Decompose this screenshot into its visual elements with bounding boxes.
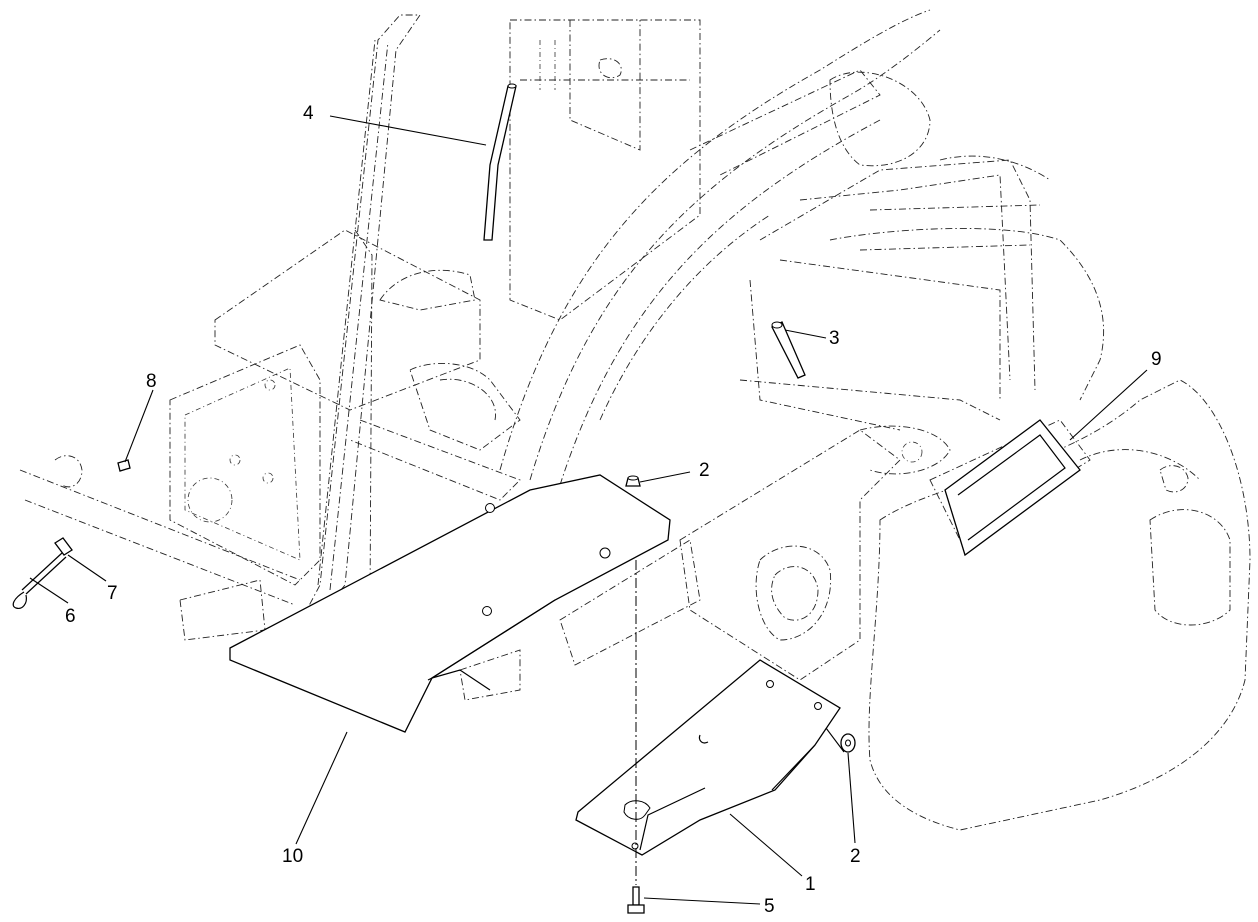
callout-6: 6	[65, 606, 76, 627]
callout-3: 3	[829, 328, 840, 349]
callout-2-upper: 2	[699, 460, 710, 481]
phantom-frame	[19, 9, 1251, 831]
callout-4: 4	[303, 103, 314, 124]
part-9-pad	[944, 419, 1081, 557]
leader-lines	[29, 115, 1148, 905]
part-2-nut-lower	[840, 733, 856, 753]
part-3-pin	[771, 321, 806, 379]
callout-2-lower: 2	[850, 846, 861, 867]
part-8-nut	[117, 459, 131, 472]
callout-8: 8	[146, 371, 157, 392]
part-4-rod	[483, 83, 517, 241]
callout-1: 1	[805, 874, 816, 895]
part-2-nut-upper	[625, 475, 641, 487]
part-5-bolt	[627, 560, 645, 914]
part-7-sleeve	[54, 537, 73, 556]
callout-10: 10	[282, 846, 303, 867]
callout-labels: 4 3 9 8 2 7 6 10 2 1 5	[65, 103, 1162, 917]
part-6-hitch-pin	[12, 552, 67, 609]
part-1-bracket	[575, 659, 841, 856]
callout-7: 7	[107, 583, 118, 604]
part-10-shield-plate	[229, 474, 671, 733]
callout-9: 9	[1151, 349, 1162, 370]
callout-5: 5	[764, 896, 775, 917]
